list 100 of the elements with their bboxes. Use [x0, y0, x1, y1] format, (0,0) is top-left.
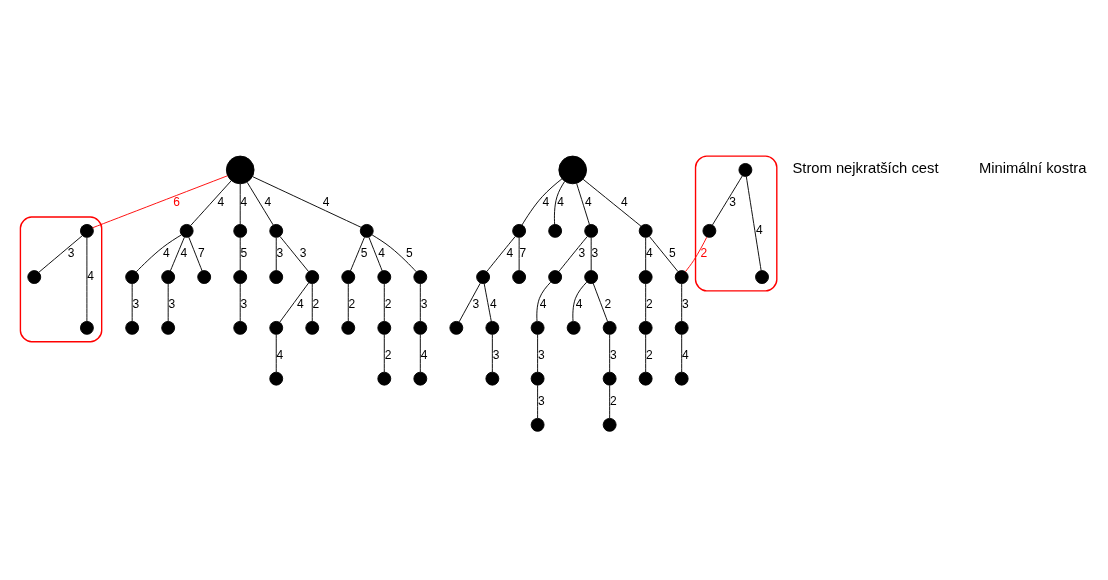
connector: [252, 176, 362, 228]
cluster: [694, 155, 778, 292]
edge-label: 3: [591, 246, 599, 261]
edge-label: 4: [575, 296, 583, 311]
edge-label: 4: [489, 296, 497, 311]
node-circle: [485, 320, 500, 335]
edge-label: 2: [384, 347, 392, 362]
edge-label: 2: [610, 393, 617, 408]
connector: [537, 333, 539, 373]
edge-label: 2: [312, 296, 320, 311]
edge-label: 2: [646, 347, 653, 362]
connector: [521, 178, 563, 226]
node-circle: [485, 371, 500, 386]
connector: [609, 333, 611, 373]
node-circle: [674, 371, 689, 386]
connector: [311, 283, 313, 322]
edge-label: 3: [610, 347, 617, 362]
edge-label: 7: [198, 246, 205, 261]
connector: [368, 236, 383, 272]
connector: [681, 283, 683, 322]
node-circle: [377, 320, 392, 335]
connector: [86, 237, 88, 322]
connector: [572, 281, 588, 322]
connector: [275, 333, 277, 373]
connector: [592, 282, 609, 323]
connector: [131, 283, 133, 322]
edge-label: 5: [360, 246, 368, 261]
edge-label: 4: [240, 195, 248, 210]
connector: [239, 283, 241, 322]
connector: [576, 182, 590, 225]
node-circle: [584, 223, 599, 238]
connector: [419, 283, 421, 322]
node-circle: [602, 320, 617, 335]
edge-label: 2: [348, 296, 356, 311]
edge-label: 4: [87, 269, 94, 284]
connector: [582, 178, 642, 227]
edge-label: 3: [729, 195, 736, 210]
connector: [558, 236, 588, 273]
node-circle: [702, 223, 717, 238]
edge-label: 4: [162, 246, 170, 261]
edge-label: 3: [276, 246, 284, 261]
node-circle: [233, 320, 248, 335]
connector: [279, 236, 309, 273]
node-circle: [530, 371, 545, 386]
node-circle: [225, 155, 255, 185]
edge-label: 4: [539, 296, 547, 311]
connector: [350, 236, 365, 272]
edge-label: 5: [405, 246, 413, 261]
connector: [371, 234, 417, 273]
node-circle: [269, 371, 284, 386]
node-circle: [638, 223, 653, 238]
connector: [609, 384, 611, 419]
edge-label: 4: [217, 195, 225, 210]
node-circle: [584, 270, 599, 284]
cluster: [19, 216, 103, 343]
node-circle: [413, 320, 428, 335]
node-circle: [674, 270, 689, 284]
node-circle: [755, 270, 769, 284]
node-circle: [548, 223, 563, 238]
connector: [275, 237, 277, 271]
node-circle: [738, 163, 753, 177]
edge-label: 4: [755, 223, 763, 238]
connector: [239, 183, 241, 225]
node-circle: [305, 270, 320, 284]
node-circle: [233, 270, 248, 284]
node-circle: [413, 270, 428, 284]
node-circle: [377, 371, 392, 386]
edge-label: 3: [682, 296, 689, 311]
connector: [483, 283, 492, 322]
edge-label: 4: [506, 246, 514, 261]
node-circle: [638, 371, 653, 386]
node-circle: [449, 320, 464, 335]
node-circle: [179, 223, 194, 238]
edge-label: 3: [299, 246, 307, 261]
edge-label: 2: [604, 296, 612, 311]
node-circle: [638, 270, 653, 284]
edge-label: 7: [519, 246, 527, 261]
connector: [645, 283, 647, 322]
edge-label: 5: [669, 246, 676, 261]
edge-label: 3: [420, 296, 428, 311]
edge-label: 4: [180, 246, 188, 261]
connector: [518, 237, 520, 271]
connector: [38, 235, 83, 273]
edge-label: 4: [322, 195, 330, 210]
node-circle: [530, 417, 545, 432]
edge-label: 4: [585, 195, 592, 210]
node-circle: [305, 320, 320, 335]
edge-label: 4: [646, 246, 653, 261]
edge-label: 3: [578, 246, 586, 261]
edge-label: 3: [168, 296, 176, 311]
node-circle: [269, 223, 284, 238]
connector: [383, 283, 385, 322]
connector: [712, 175, 743, 226]
connector: [645, 237, 647, 271]
connector: [135, 234, 182, 273]
node-circle: [638, 320, 653, 335]
edge-label: 3: [492, 347, 500, 362]
connector: [649, 236, 679, 273]
node-circle: [161, 320, 176, 335]
node-circle: [359, 223, 374, 238]
